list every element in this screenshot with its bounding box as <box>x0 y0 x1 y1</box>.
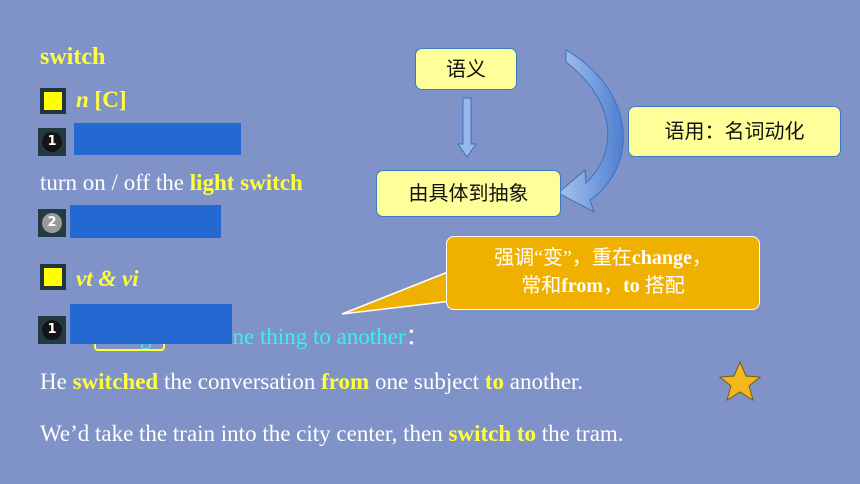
sense-number-2: 2 <box>38 209 66 237</box>
pos-verb: vt & vi <box>76 266 139 291</box>
pos-noun-tag: [C] <box>94 87 127 112</box>
example-sentence-1: He switched the conversation from one su… <box>40 369 584 394</box>
sense-number-1: 1 <box>38 128 66 156</box>
callout-emphasis: 强调“变”，重在change， 常和from，to 搭配 <box>446 236 760 310</box>
note-usage: 语用：名词动化 <box>628 106 841 157</box>
down-arrow-icon <box>457 97 477 158</box>
light-switch-highlight: light switch <box>189 170 303 195</box>
headword: switch <box>40 44 106 70</box>
star-icon <box>718 360 762 402</box>
callout-line-1: 强调“变”，重在change， <box>494 247 712 269</box>
note-meaning: 语义 <box>415 48 517 90</box>
example-light-switch: turn on / off the light switch <box>40 170 303 195</box>
verb-bullet-square <box>40 264 66 290</box>
sense-number-1-verb: 1 <box>38 316 66 344</box>
hidden-definition-mask[interactable] <box>70 205 221 238</box>
note-abstract: 由具体到抽象 <box>376 170 561 217</box>
hidden-definition-mask[interactable] <box>74 123 241 155</box>
hidden-definition-mask[interactable] <box>70 304 232 344</box>
callout-pointer <box>341 271 462 315</box>
pos-noun-label: n <box>76 87 89 112</box>
example-sentence-2: We’d take the train into the city center… <box>40 421 624 446</box>
curved-arrow-icon <box>557 49 624 214</box>
pos-noun: n [C] <box>76 87 126 113</box>
noun-bullet-square <box>40 88 66 114</box>
callout-line-2: 常和from，to 搭配 <box>521 275 685 297</box>
